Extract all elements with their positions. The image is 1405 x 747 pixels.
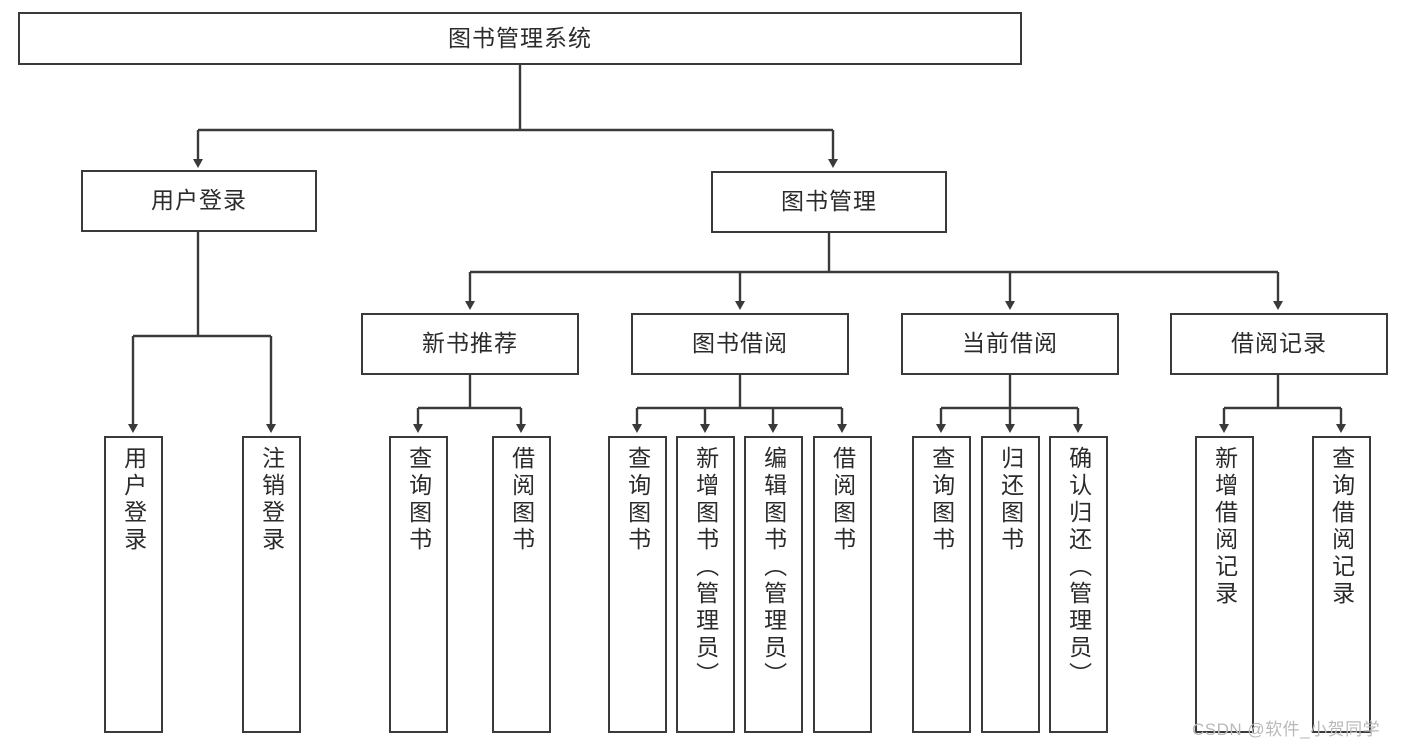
node-label: 用户登录 — [120, 446, 147, 554]
leaf-book-borrow-borrow-book[interactable]: 借阅图书 — [813, 436, 872, 733]
node-label: 查询图书 — [928, 446, 955, 554]
node-user-login[interactable]: 用户登录 — [81, 170, 317, 232]
node-label: 图书借阅 — [692, 330, 788, 357]
node-new-book-recommend[interactable]: 新书推荐 — [361, 313, 579, 375]
node-book-borrow[interactable]: 图书借阅 — [631, 313, 849, 375]
node-root-book-management-system[interactable]: 图书管理系统 — [18, 12, 1022, 65]
node-book-management[interactable]: 图书管理 — [711, 171, 947, 233]
node-label: 确认归还（管理员） — [1065, 446, 1092, 689]
leaf-current-borrow-confirm-return[interactable]: 确认归还（管理员） — [1049, 436, 1108, 733]
leaf-book-borrow-add-book[interactable]: 新增图书（管理员） — [676, 436, 735, 733]
leaf-current-borrow-query-book[interactable]: 查询图书 — [912, 436, 971, 733]
node-label: 注销登录 — [258, 446, 285, 554]
node-label: 新增图书（管理员） — [692, 446, 719, 689]
leaf-borrow-record-query-record[interactable]: 查询借阅记录 — [1312, 436, 1371, 733]
node-current-borrow[interactable]: 当前借阅 — [901, 313, 1119, 375]
node-label: 借阅图书 — [508, 446, 535, 554]
leaf-current-borrow-return-book[interactable]: 归还图书 — [981, 436, 1040, 733]
node-label: 图书管理 — [781, 188, 877, 215]
leaf-user-login-logout[interactable]: 注销登录 — [242, 436, 301, 733]
node-label: 新书推荐 — [422, 330, 518, 357]
leaf-user-login-login[interactable]: 用户登录 — [104, 436, 163, 733]
node-label: 新增借阅记录 — [1211, 446, 1238, 608]
node-label: 查询图书 — [405, 446, 432, 554]
node-label: 借阅记录 — [1231, 330, 1327, 357]
node-borrow-record[interactable]: 借阅记录 — [1170, 313, 1388, 375]
node-label: 用户登录 — [151, 187, 247, 214]
node-label: 编辑图书（管理员） — [760, 446, 787, 689]
leaf-borrow-record-add-record[interactable]: 新增借阅记录 — [1195, 436, 1254, 733]
node-label: 查询借阅记录 — [1328, 446, 1355, 608]
node-label: 当前借阅 — [962, 330, 1058, 357]
csdn-watermark: CSDN @软件_小贺同学 — [1192, 720, 1381, 739]
leaf-book-borrow-edit-book[interactable]: 编辑图书（管理员） — [744, 436, 803, 733]
leaf-book-borrow-query-book[interactable]: 查询图书 — [608, 436, 667, 733]
leaf-new-book-query-book[interactable]: 查询图书 — [389, 436, 448, 733]
leaf-new-book-borrow-book[interactable]: 借阅图书 — [492, 436, 551, 733]
node-label: 图书管理系统 — [448, 24, 592, 51]
node-label: 归还图书 — [997, 446, 1024, 554]
node-label: 借阅图书 — [829, 446, 856, 554]
node-label: 查询图书 — [624, 446, 651, 554]
